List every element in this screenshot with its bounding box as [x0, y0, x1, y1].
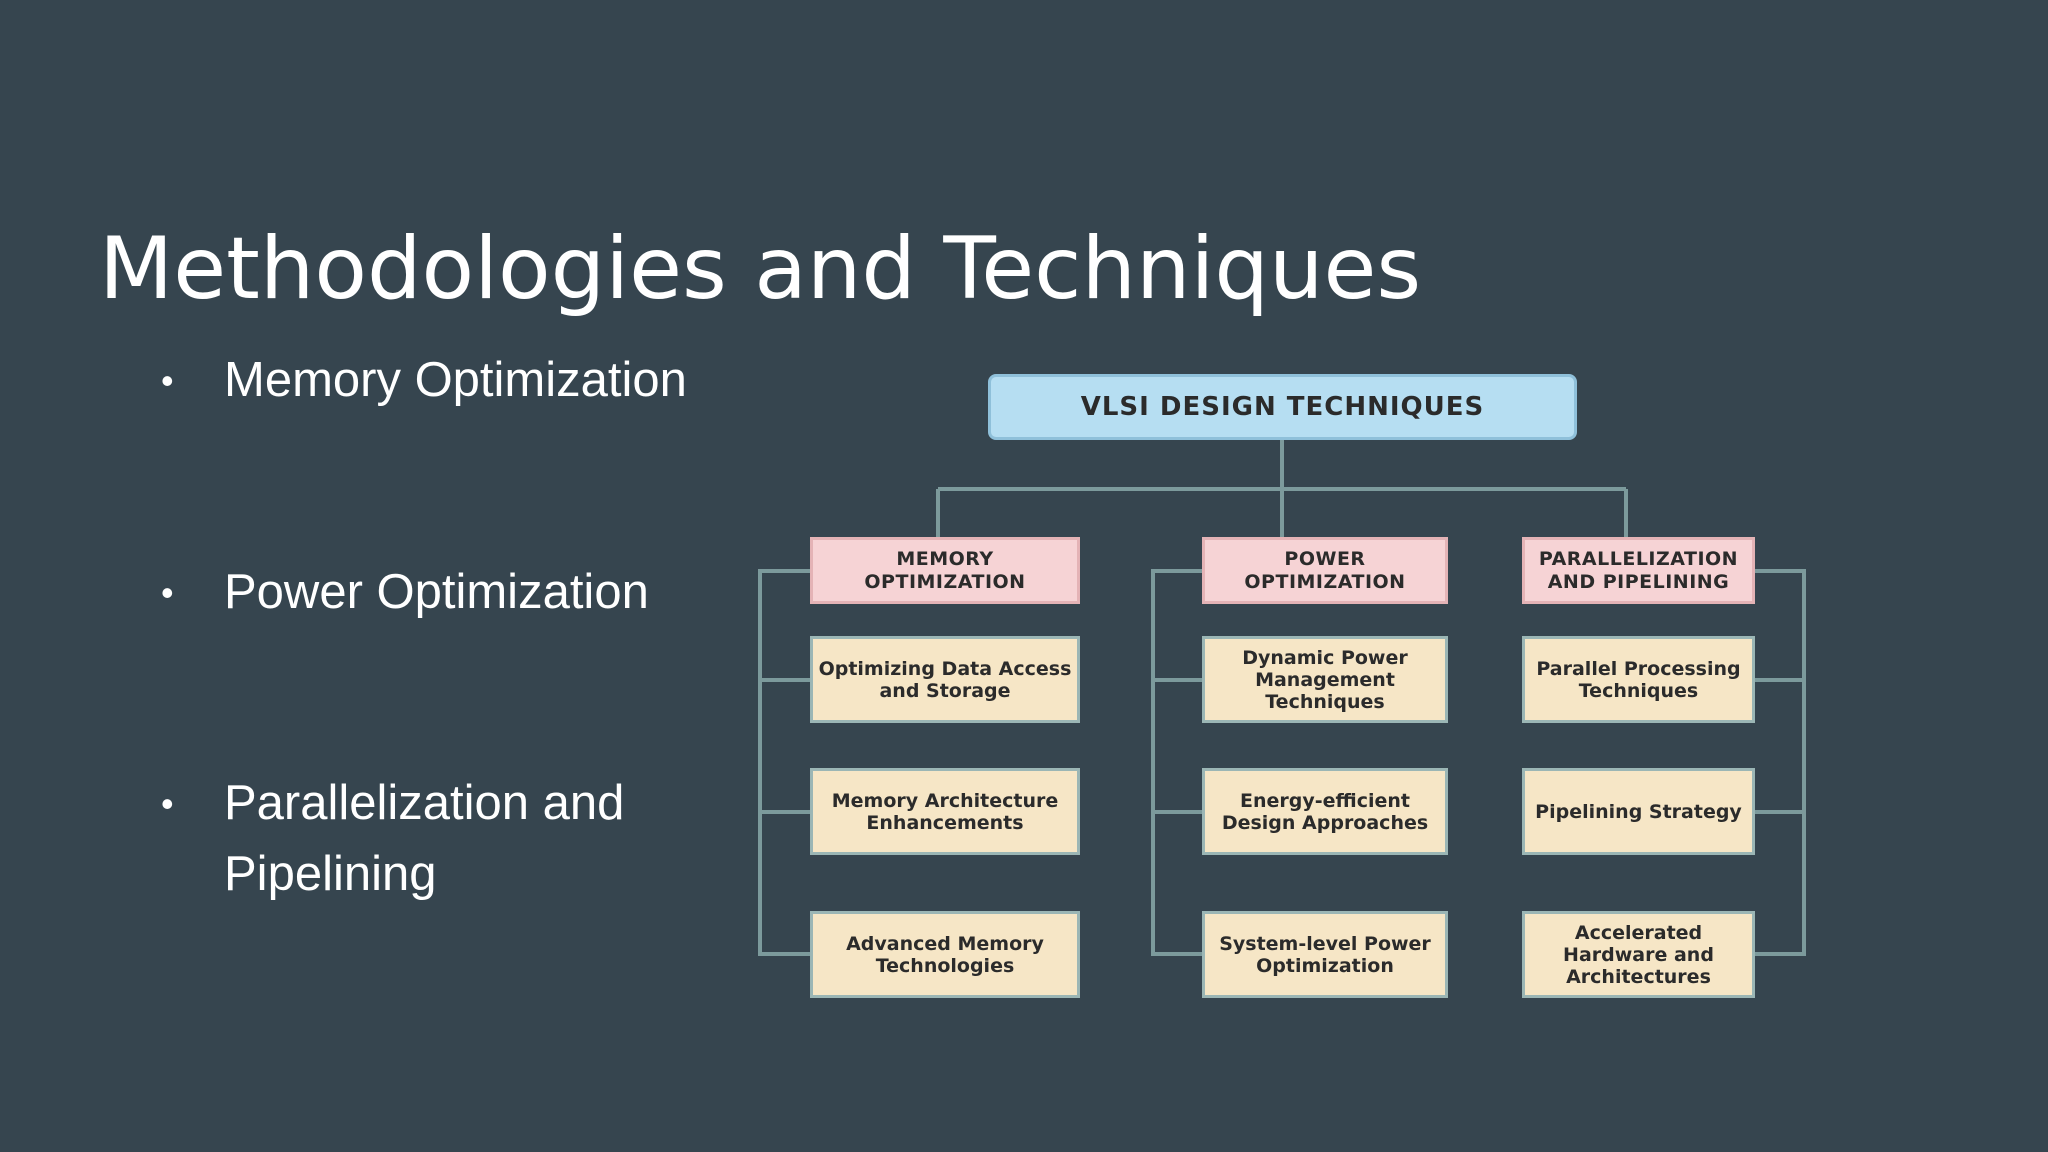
- bullet-text: Parallelization and Pipelining: [224, 776, 625, 901]
- category-memory-optimization: MEMORY OPTIMIZATION: [810, 537, 1080, 604]
- technique-node: Dynamic Power Management Techniques: [1202, 636, 1448, 723]
- connector-line: [1151, 569, 1202, 956]
- bullet-text: Memory Optimization: [224, 353, 687, 407]
- technique-node: Energy-efficient Design Approaches: [1202, 768, 1448, 855]
- category-parallelization-pipelining: PARALLELIZATION AND PIPELINING: [1522, 537, 1755, 604]
- category-power-optimization: POWER OPTIMIZATION: [1202, 537, 1448, 604]
- bullet-marker: •: [161, 783, 174, 824]
- technique-node: Memory Architecture Enhancements: [810, 768, 1080, 855]
- bullet-item: • Power Optimization: [161, 557, 694, 628]
- technique-node: Advanced Memory Technologies: [810, 911, 1080, 998]
- technique-node: Parallel Processing Techniques: [1522, 636, 1755, 723]
- bullet-text: Power Optimization: [224, 565, 649, 619]
- bullet-marker: •: [161, 360, 174, 401]
- bullet-item: • Memory Optimization: [161, 345, 694, 416]
- technique-node: Pipelining Strategy: [1522, 768, 1755, 855]
- technique-node: Optimizing Data Access and Storage: [810, 636, 1080, 723]
- bullet-marker: •: [161, 572, 174, 613]
- technique-node: System-level Power Optimization: [1202, 911, 1448, 998]
- connector-line: [758, 569, 810, 956]
- bullet-item: • Parallelization and Pipelining: [161, 768, 694, 910]
- root-node: VLSI DESIGN TECHNIQUES: [988, 374, 1577, 440]
- slide-title: Methodologies and Techniques: [99, 219, 1422, 319]
- connector-line: [1755, 569, 1806, 956]
- technique-node: Accelerated Hardware and Architectures: [1522, 911, 1755, 998]
